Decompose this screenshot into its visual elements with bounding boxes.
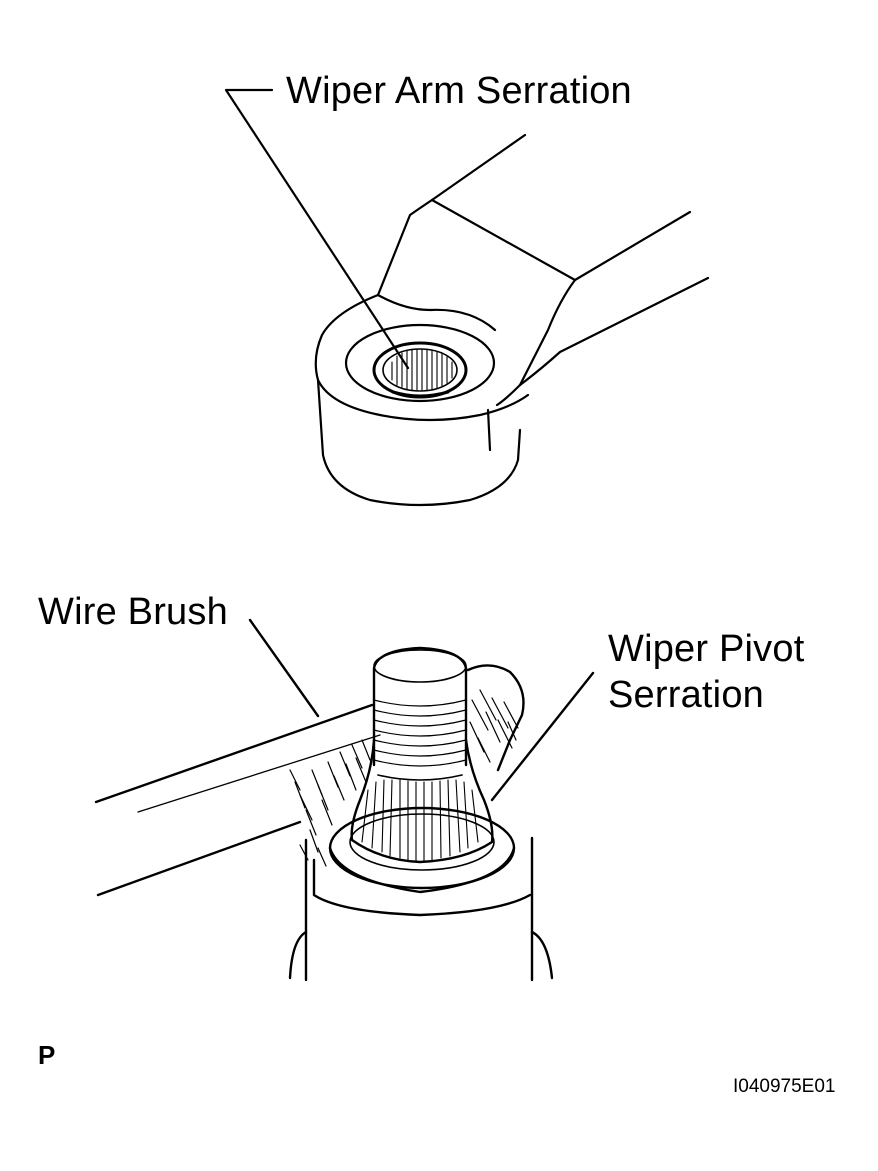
wiper-arm-serration-label: Wiper Arm Serration [286,70,632,112]
wiper-pivot-drawing [288,646,554,982]
wiper-pivot-serration-line1: Wiper Pivot [608,628,805,670]
wiper-pivot-serration-label: Wiper Pivot Serration [608,626,804,718]
wire-brush-label: Wire Brush [38,591,228,633]
wiper-arm-drawing [314,133,710,507]
wiper-pivot-leader-line [490,671,595,802]
figure-id: I040975E01 [733,1076,836,1097]
wiper-arm-leader-line [224,88,410,370]
wiper-pivot-serration-line2: Serration [608,674,764,716]
wire-brush-drawing [94,664,525,897]
position-marker: P [38,1040,56,1070]
wire-brush-leader-line [248,618,320,718]
